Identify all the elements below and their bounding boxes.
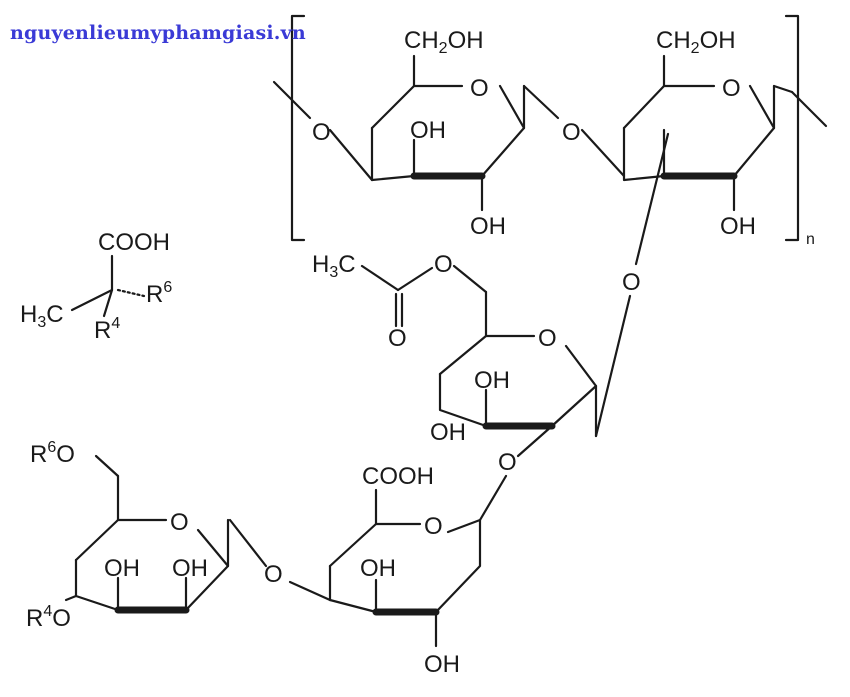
bond-link-bc [594,294,632,438]
label-r6-lactyl: R6 [146,279,172,308]
label-link-o-ed: O [264,561,283,588]
label-oh-a1: OH [410,117,446,144]
ring-a [328,54,560,212]
label-oh-c1: OH [474,367,510,394]
bond-link-ab [580,128,626,178]
label-h3c-lactyl: H3C [20,301,64,331]
ring-e [64,454,230,614]
label-link-o-left: O [312,119,331,146]
label-r4-lactyl: R4 [94,315,120,344]
bond-link-cd [478,474,508,522]
lactyl-group: COOH H3C R6 R4 [20,229,172,344]
repeat-bracket-right [784,14,800,242]
label-acetyl-ester-o: O [434,251,453,278]
ring-b [622,54,794,212]
repeat-subscript-n: n [806,231,815,248]
watermark-text: nguyenlieumyphamgiasi.vn [10,22,306,44]
label-cooh-d: COOH [362,463,434,490]
label-acetyl-carbonyl-o: O [388,325,407,352]
label-r4o-e: R4O [26,603,71,632]
bond-link-ed [228,518,268,568]
label-ring-o-e: O [170,509,189,536]
label-ch2oh-b: CH2OH [656,27,736,57]
bond-link-b-down [634,132,670,266]
label-oh-d1: OH [360,555,396,582]
label-ring-o-c: O [538,325,557,352]
bond-bracket-right [790,90,828,128]
label-oh-c2: OH [430,419,466,446]
repeat-bracket-left [290,14,306,242]
label-link-o-bc: O [622,269,641,296]
label-ring-o-a: O [470,75,489,102]
label-h3c-acetyl: H3C [312,251,356,281]
label-ch2oh-a: CH2OH [404,27,484,57]
acetyl-group: H3C O O [312,251,488,352]
label-oh-b: OH [720,213,756,240]
bond-bracket-left [272,80,312,120]
ring-c [438,290,598,458]
label-cooh-lactyl: COOH [98,229,170,256]
label-link-o-ab: O [562,119,581,146]
label-oh-d2: OH [424,651,460,678]
label-ring-o-d: O [424,513,443,540]
label-oh-e1: OH [104,555,140,582]
label-link-o-cd: O [498,449,517,476]
label-oh-a2: OH [470,213,506,240]
label-oh-e2: OH [172,555,208,582]
label-ring-o-b: O [722,75,741,102]
label-r6o-e: R6O [30,439,75,468]
ring-d: COOH [288,463,482,648]
